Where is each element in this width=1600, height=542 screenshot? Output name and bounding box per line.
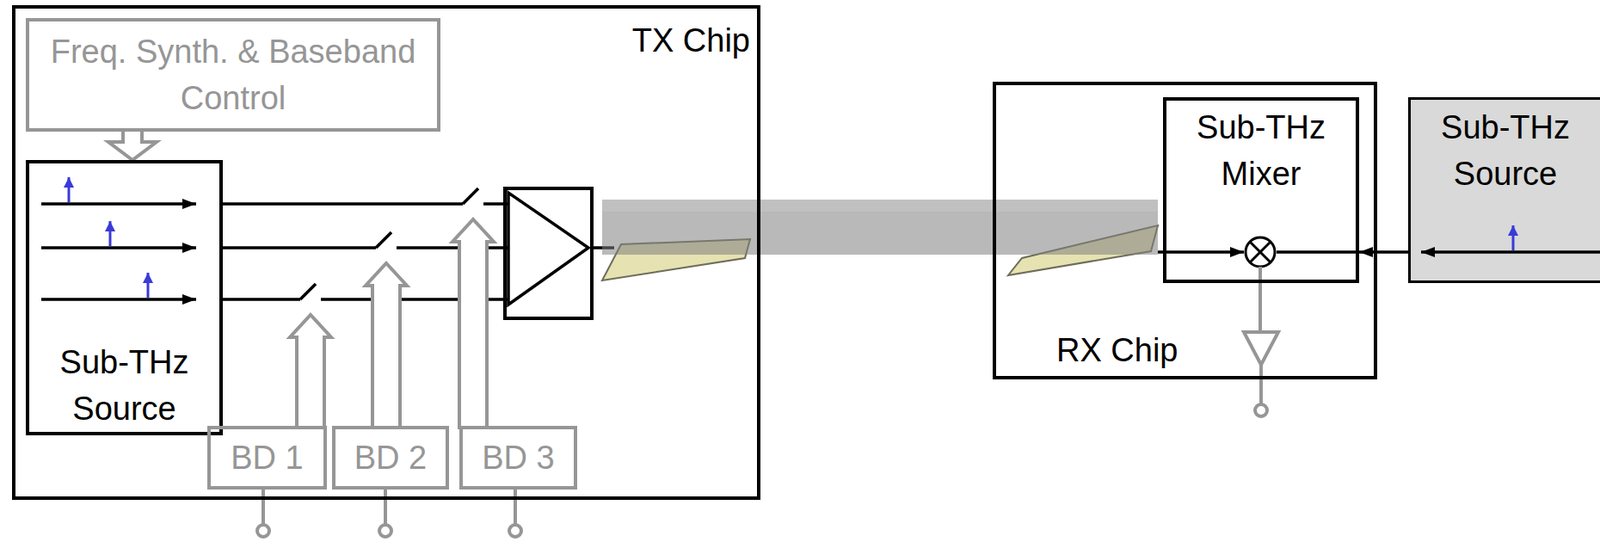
signal-wire [222,202,463,206]
signal-wire [222,297,301,302]
source-box: Sub-THz Source [1408,97,1600,284]
tone-line [41,202,197,206]
box-label: BD 1 [230,434,303,481]
control-arrow [365,263,407,428]
signal-wire [396,246,509,250]
mixer-symbol [1245,237,1275,267]
control-arrow [289,314,332,428]
chip-box: RX Chip Sub-THz Mixer [992,81,1378,380]
tone-line [41,246,197,250]
box-label: BD 3 [481,434,554,481]
pin-terminal [1255,404,1268,417]
source-box: Sub-THz Source [25,160,223,436]
mixer-box: Sub-THz Mixer [1163,97,1360,284]
switch-blade [375,232,392,248]
dielectric-waveguide [602,199,1158,255]
if-wire [1258,266,1262,333]
tone-line [41,297,197,302]
pin-wire [383,489,388,525]
box-label: Sub-THz Source [41,338,208,432]
tone-marker [147,272,150,298]
driver-box: BD 3 [459,425,578,490]
signal-wire [1157,250,1244,254]
amplifier-box [504,188,592,319]
pin-wire [513,489,517,525]
tone-marker [1512,225,1515,251]
box-label: TX Chip [632,17,751,64]
box-label: RX Chip [1056,326,1179,374]
mixer-symbol [1249,241,1271,263]
mixer-symbol [1249,241,1271,263]
lo-wire [1276,250,1360,254]
switch-blade [300,283,316,300]
switch-blade [462,188,479,204]
control-arrow [452,219,494,428]
box-label: Freq. Synth. & Baseband Control [37,28,429,122]
buffer-symbol [1243,332,1279,365]
pin-wire [261,489,265,525]
control-arrow [108,131,157,160]
amplifier-symbol [508,192,589,305]
box-label: Sub-THz Source [1422,104,1588,197]
tone-marker [109,221,112,247]
lo-wire [1421,250,1600,254]
control-box: Freq. Synth. & Baseband Control [25,18,441,132]
pin-wire [1259,364,1263,405]
signal-wire [222,246,376,250]
driver-box: BD 1 [207,425,327,490]
signal-arrow [1359,250,1409,254]
pin-terminal [379,524,392,537]
waveguide-top-face [602,199,1158,212]
box-label: Sub-THz Mixer [1178,104,1344,197]
pin-terminal [257,524,270,537]
pin-terminal [509,524,522,537]
box-label: BD 2 [354,434,427,481]
driver-box: BD 2 [332,425,450,490]
tone-marker [67,177,71,203]
chip-box: TX Chip Freq. Synth. & Baseband ControlSu… [12,5,761,500]
